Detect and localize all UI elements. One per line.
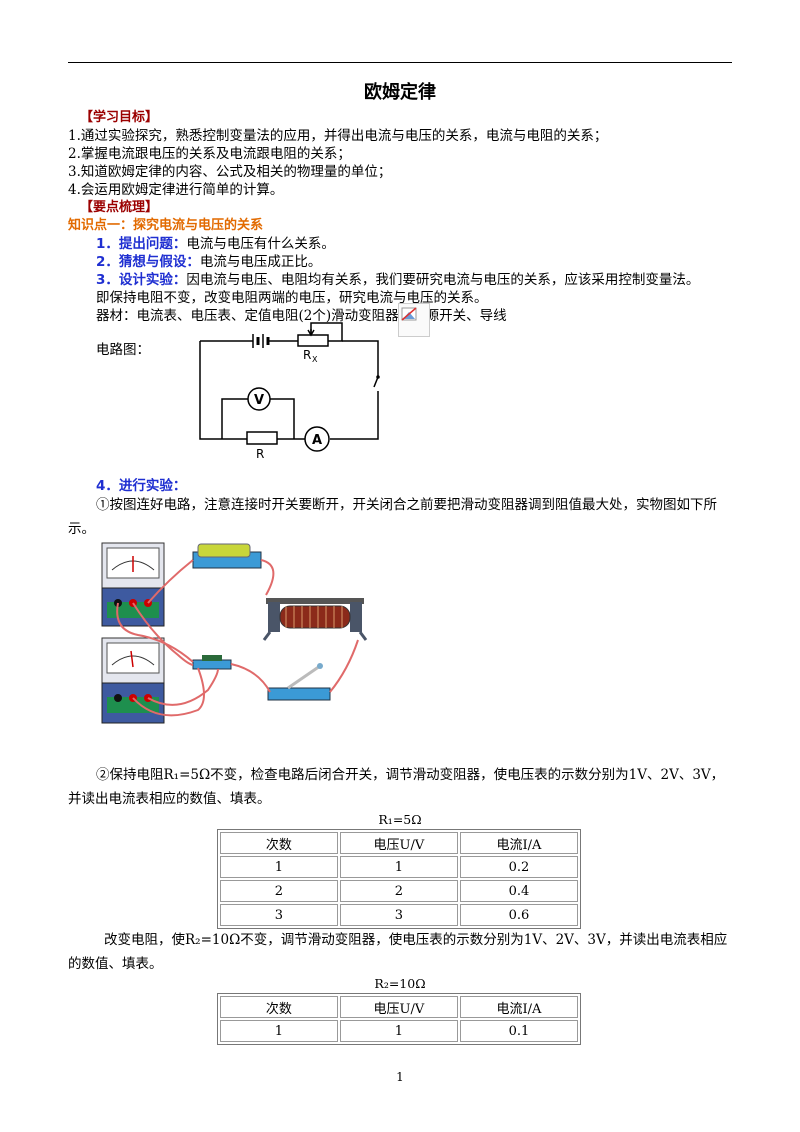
- points-heading: 【要点梳理】: [80, 200, 159, 215]
- step-3-text: 因电流与电压、电阻均有关系，我们要研究电流与电压的关系，应该采用控制变量法。: [186, 272, 700, 288]
- page-title: 欧姆定律: [364, 82, 436, 103]
- table-1-header-row: 次数 电压U/V 电流I/A: [220, 832, 578, 854]
- circuit-label: 电路图：: [96, 342, 150, 358]
- battery-device: [192, 543, 262, 569]
- step-3-label: 3．设计实验：: [96, 272, 187, 288]
- step-3-line2: 即保持电阻不变，改变电阻两端的电压，研究电流与电压的关系。: [96, 290, 488, 306]
- table-cell: 2: [220, 880, 338, 902]
- table-cell: 1: [220, 1020, 338, 1042]
- table-1-header: 次数: [220, 832, 338, 854]
- table-2-header: 电压U/V: [339, 996, 458, 1018]
- step-1-text: 电流与电压有什么关系。: [186, 236, 335, 252]
- rheostat-device: [262, 598, 368, 641]
- table-cell: 1: [339, 1020, 458, 1042]
- goal-item-1: 1.通过实验探究，熟悉控制变量法的应用，并得出电流与电压的关系，电流与电阻的关系…: [68, 128, 608, 144]
- resistor-device: [192, 655, 232, 670]
- table-1-header: 电流I/A: [459, 832, 578, 854]
- table-cell: 3: [339, 904, 458, 926]
- step-3: 3．设计实验：因电流与电压、电阻均有关系，我们要研究电流与电压的关系，应该采用控…: [96, 271, 699, 289]
- rx-label: R: [303, 348, 311, 362]
- table-row: 3 3 0.6: [220, 904, 578, 926]
- table-2-caption: R₂=10Ω: [374, 976, 426, 991]
- table-2-header-row: 次数 电压U/V 电流I/A: [220, 996, 578, 1018]
- table-cell: 0.4: [459, 880, 578, 902]
- rx-subscript: X: [312, 355, 318, 364]
- goals-heading: 【学习目标】: [80, 110, 159, 125]
- knowledge-point-1: 知识点一：探究电流与电压的关系: [68, 218, 264, 233]
- r-label: R: [256, 447, 264, 460]
- step-4-paragraph-1: ①按图连好电路，注意连接时开关要断开，开关闭合之前要把滑动变阻器调到阻值最大处，…: [68, 497, 717, 537]
- step-1-label: 1．提出问题：: [96, 236, 187, 252]
- step-2-label: 2．猜想与假设：: [96, 254, 200, 270]
- table-cell: 1: [220, 856, 338, 878]
- step-4-paragraph-3: 改变电阻，使R₂=10Ω不变，调节滑动变阻器，使电压表的示数分别为1V、2V、3…: [68, 932, 728, 972]
- table-cell: 3: [220, 904, 338, 926]
- table-1: 次数 电压U/V 电流I/A 1 1 0.2 2 2 0.4 3 3 0.6: [217, 829, 581, 929]
- voltmeter-symbol: V: [254, 393, 264, 408]
- table-1-header: 电压U/V: [339, 832, 458, 854]
- table-cell: 2: [339, 880, 458, 902]
- table-2-header: 次数: [220, 996, 338, 1018]
- step-2: 2．猜想与假设：电流与电压成正比。: [96, 253, 321, 271]
- voltmeter-device: [101, 637, 165, 724]
- goal-item-3: 3.知道欧姆定律的内容、公式及相关的物理量的单位；: [68, 164, 392, 180]
- table-cell: 0.1: [459, 1020, 578, 1042]
- table-row: 2 2 0.4: [220, 880, 578, 902]
- step-4-label: 4．进行实验：: [96, 478, 187, 494]
- step-1: 1．提出问题：电流与电压有什么关系。: [96, 235, 335, 253]
- table-1-caption: R₁=5Ω: [378, 812, 422, 827]
- goal-item-4: 4.会运用欧姆定律进行简单的计算。: [68, 182, 284, 198]
- step-2-text: 电流与电压成正比。: [199, 254, 322, 270]
- switch-device: [267, 663, 331, 701]
- table-cell: 1: [339, 856, 458, 878]
- image-placeholder-icon: [398, 303, 430, 337]
- table-2: 次数 电压U/V 电流I/A 1 1 0.1: [217, 993, 581, 1045]
- goal-item-2: 2.掌握电流跟电压的关系及电流跟电阻的关系；: [68, 146, 351, 162]
- table-row: 1 1 0.1: [220, 1020, 578, 1042]
- step-4: 4．进行实验：: [96, 477, 186, 495]
- table-cell: 0.2: [459, 856, 578, 878]
- page-number: 1: [396, 1070, 404, 1084]
- header-rule: [68, 62, 732, 63]
- apparatus-illustration: [101, 542, 368, 724]
- table-2-header: 电流I/A: [459, 996, 578, 1018]
- circuit-diagram: V A R X R: [199, 322, 380, 460]
- step-4-paragraph-2: ②保持电阻R₁=5Ω不变，检查电路后闭合开关，调节滑动变阻器，使电压表的示数分别…: [68, 767, 725, 807]
- ammeter-device: [101, 542, 165, 627]
- table-cell: 0.6: [459, 904, 578, 926]
- ammeter-symbol: A: [312, 433, 322, 448]
- table-row: 1 1 0.2: [220, 856, 578, 878]
